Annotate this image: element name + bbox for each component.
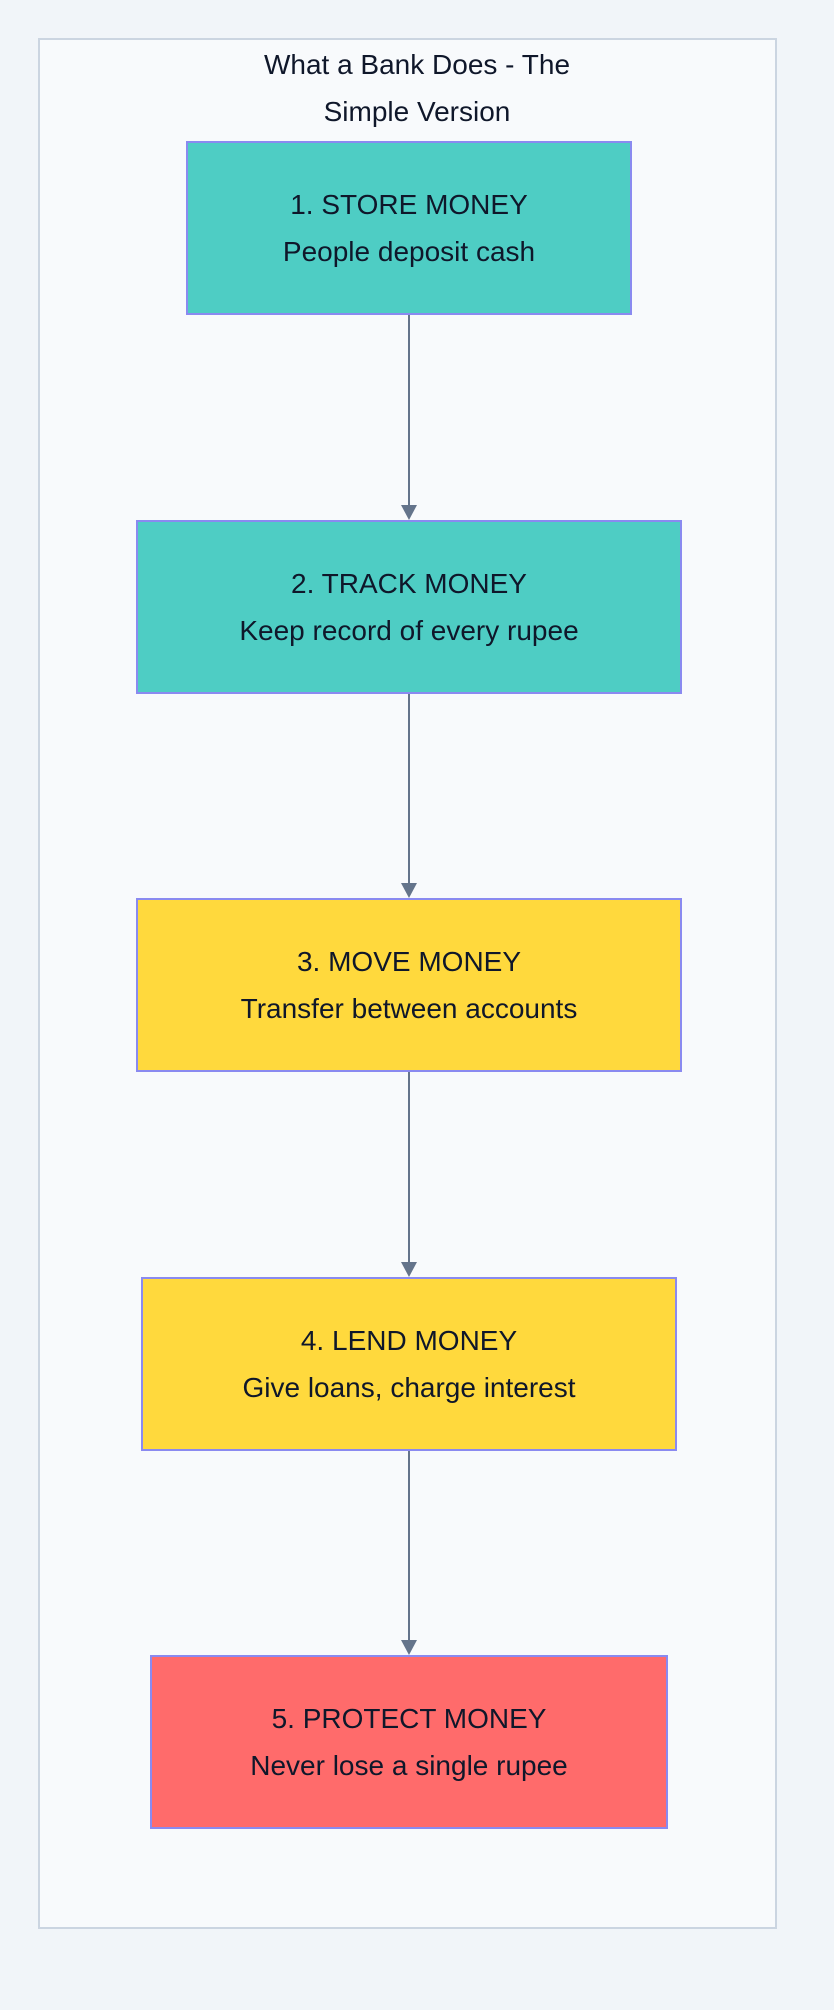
node-title: 1. STORE MONEY xyxy=(290,189,528,220)
node-track-money: 2. TRACK MONEY Keep record of every rupe… xyxy=(136,520,682,694)
node-subtitle: Give loans, charge interest xyxy=(242,1372,576,1403)
node-subtitle: Transfer between accounts xyxy=(240,993,578,1024)
node-lend-money: 4. LEND MONEY Give loans, charge interes… xyxy=(141,1277,677,1451)
node-subtitle: People deposit cash xyxy=(282,236,536,267)
node-move-money: 3. MOVE MONEY Transfer between accounts xyxy=(136,898,682,1072)
title-line-2: Simple Version xyxy=(323,96,511,127)
node-store-money: 1. STORE MONEY People deposit cash xyxy=(186,141,632,315)
title-line-1: What a Bank Does - The xyxy=(263,49,571,80)
node-title: 3. MOVE MONEY xyxy=(296,946,522,977)
node-subtitle: Keep record of every rupee xyxy=(239,615,579,646)
node-title: 5. PROTECT MONEY xyxy=(271,1703,547,1734)
diagram-title: What a Bank Does - The Simple Version xyxy=(0,0,834,135)
node-title: 2. TRACK MONEY xyxy=(291,568,527,599)
node-subtitle: Never lose a single rupee xyxy=(250,1750,568,1781)
node-title: 4. LEND MONEY xyxy=(300,1325,518,1356)
node-protect-money: 5. PROTECT MONEY Never lose a single rup… xyxy=(150,1655,668,1829)
